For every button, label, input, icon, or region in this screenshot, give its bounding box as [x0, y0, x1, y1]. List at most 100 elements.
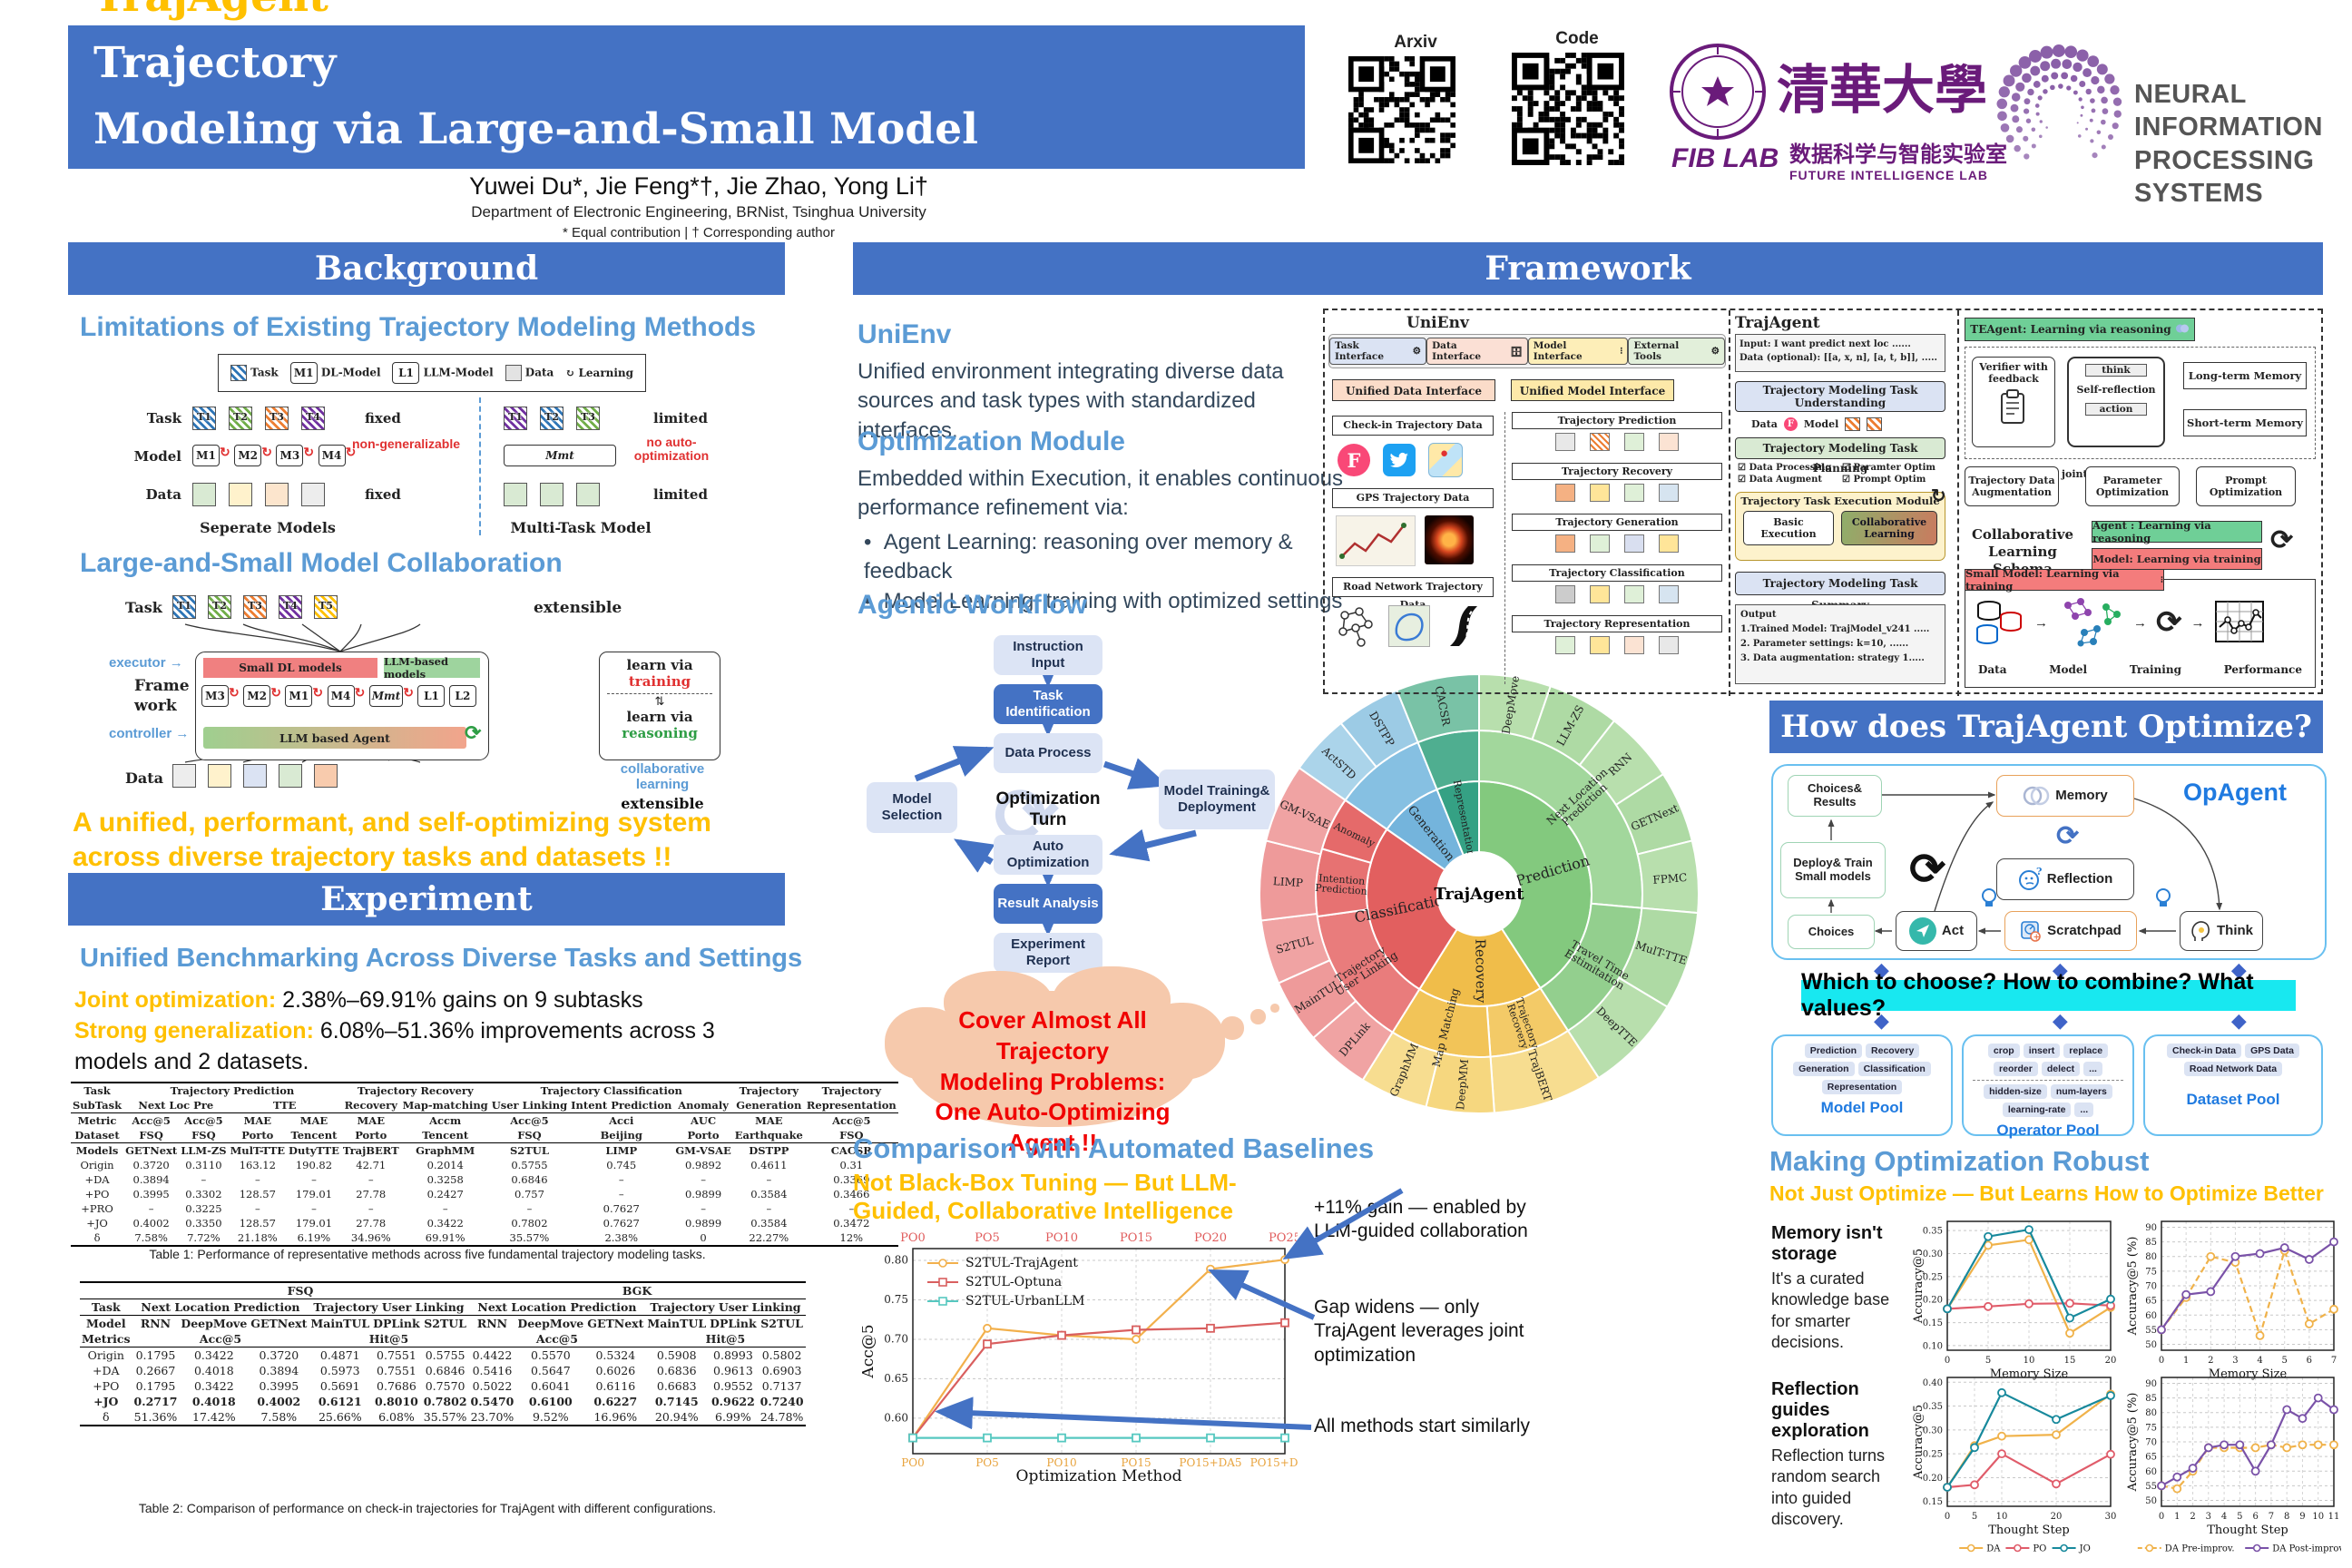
model-box: M2 — [243, 685, 271, 707]
unienv-heading: UniEnv — [858, 319, 952, 349]
pool-chip: Road Network Data — [2183, 1062, 2283, 1076]
green-loop-icon: ⟳ — [465, 721, 482, 744]
task-color-square-icon — [1624, 585, 1644, 603]
collab-framework-box: Small DL models LLM-based models M3↻ M2↻… — [195, 652, 489, 760]
collab-model-row: M3↻ M2↻ M1↻ M4↻ Mmt↻ L1 L2 — [201, 685, 483, 707]
svg-text:80: 80 — [2145, 1252, 2157, 1262]
table-row: +PRO–0.3225–––––0.7627––– — [81, 1202, 855, 1215]
svg-text:Thought Step: Thought Step — [2207, 1524, 2288, 1537]
comparison-subheading: Not Black-Box Tuning — But LLM-Guided, C… — [853, 1169, 1237, 1225]
task-color-square-icon — [1624, 534, 1644, 553]
svg-text:S2TUL-TrajAgent: S2TUL-TrajAgent — [965, 1256, 1078, 1270]
svg-text:0.30: 0.30 — [1923, 1426, 1943, 1436]
svg-text:Acc@5: Acc@5 — [862, 1324, 877, 1378]
robust-subheading: Not Just Optimize — But Learns How to Op… — [1769, 1181, 2324, 1205]
svg-text:70: 70 — [2145, 1438, 2157, 1448]
pool-chip: delect — [2041, 1062, 2081, 1076]
svg-text:90: 90 — [2145, 1223, 2157, 1233]
road-icons — [1334, 604, 1481, 648]
task-square-icon: T1 — [504, 407, 527, 430]
task-color-square-icon — [1555, 433, 1575, 451]
loop-icon: ↻ — [345, 445, 357, 459]
svg-text:7: 7 — [2331, 1356, 2337, 1366]
bubble-dot — [1270, 1004, 1279, 1013]
small-model-flow: → → ⟳ → — [1973, 596, 2265, 649]
think-node: Think — [2180, 911, 2263, 951]
diagram-legend: Task M1 DL-Model L1 LLM-Model Data ↻ Lea… — [218, 354, 646, 392]
memory-note: Memory isn't storage It's a curated know… — [1771, 1223, 1890, 1352]
external-tools-chip: External Tools⚙ — [1628, 338, 1725, 365]
authors-block: Yuwei Du*, Jie Feng*†, Jie Zhao, Yong Li… — [272, 172, 1125, 240]
fd-divider — [1504, 412, 1505, 684]
task-square-icon: T1 — [172, 595, 196, 619]
task-color-square-icon — [1555, 636, 1575, 654]
task-color-square-icon — [1659, 484, 1679, 502]
pool-chip: insert — [2023, 1044, 2061, 1058]
svg-text:0: 0 — [2159, 1356, 2164, 1366]
task-square-icon: T3 — [265, 407, 289, 430]
unienv-task-block: Trajectory Generation — [1512, 514, 1722, 556]
section-experiment: Experiment — [68, 873, 785, 926]
node-instruction-input: Instruction Input — [994, 635, 1102, 675]
node-task-identification: Task Identification — [994, 684, 1102, 724]
tsinghua-name: 清華大學 — [1777, 59, 1988, 121]
section-framework: Framework — [853, 242, 2323, 295]
share-mini-icon: ⁝ — [2160, 574, 2163, 585]
svg-text:60: 60 — [2145, 1467, 2157, 1477]
gps-data-header: GPS Trajectory Data — [1332, 488, 1494, 508]
svg-text:30: 30 — [2105, 1512, 2117, 1522]
pool-chip: Check-in Data — [2167, 1044, 2242, 1058]
data-swatch-icon — [505, 365, 522, 381]
database-icon: 🗄 — [1510, 346, 1523, 358]
diamond-arrows-top: ◆◆◆ — [1874, 958, 2247, 981]
loop-icon: ↻ — [303, 445, 315, 459]
svg-text:4: 4 — [2221, 1512, 2227, 1522]
fd-input-note: Input: I want predict next loc ......Dat… — [1735, 334, 1945, 372]
svg-text:10: 10 — [1996, 1512, 2008, 1522]
svg-text:Accuracy@5: Accuracy@5 — [1912, 1405, 1926, 1480]
controller-label: controller → — [109, 726, 190, 741]
executor-label: executor → — [109, 655, 183, 671]
tda-box: Trajectory Data Augmentation — [1965, 466, 2059, 506]
table-2-caption: Table 2: Comparison of performance on ch… — [138, 1501, 717, 1515]
svg-text:6: 6 — [2307, 1356, 2312, 1366]
fd-divider3 — [1957, 310, 1959, 696]
affiliation: Department of Electronic Engineering, BR… — [471, 203, 926, 220]
pool-chip: Representation — [1821, 1080, 1903, 1094]
param-opt-box: Parameter Optimization — [2085, 466, 2180, 506]
fd-planning: Trajectory Modeling Task Planning — [1735, 437, 1945, 475]
svg-text:PO15+DA5: PO15+DA5 — [1179, 1456, 1241, 1469]
model-box: M4 — [327, 685, 355, 707]
small-model-box: Small Model: Learning via training⁝ → → … — [1965, 567, 2316, 688]
svg-text:85: 85 — [2145, 1238, 2157, 1248]
svg-text:0: 0 — [1945, 1512, 1950, 1522]
svg-text:PO15: PO15 — [1120, 1231, 1152, 1245]
data-square-icon — [504, 483, 527, 506]
data-interface-chip: Data Interface🗄 — [1426, 338, 1528, 365]
opagent-label: OpAgent — [2183, 779, 2287, 806]
llm-models-bar: LLM-based models — [384, 655, 480, 681]
unienv-task-block: Trajectory Recovery — [1512, 463, 1722, 505]
title-highlight: TrajAgent — [93, 0, 328, 22]
svg-text:65: 65 — [2145, 1453, 2157, 1463]
twitter-icon — [1383, 444, 1416, 476]
svg-text:4: 4 — [2257, 1356, 2262, 1366]
task-color-square-icon — [1590, 585, 1610, 603]
clipboard-icon — [2001, 389, 2024, 424]
heatmap-image — [1425, 515, 1474, 564]
fd-unienv-title: UniEnv — [1406, 314, 1469, 332]
data-square-icon — [229, 483, 252, 506]
model-box: M1 — [285, 685, 313, 707]
svg-text:75: 75 — [2145, 1267, 2157, 1277]
loop-icon: ↻ — [261, 445, 272, 459]
svg-text:JO: JO — [2079, 1544, 2091, 1554]
svg-text:50: 50 — [2145, 1340, 2157, 1350]
svg-text:5: 5 — [1972, 1512, 1977, 1522]
act-node: Act — [1896, 911, 1977, 951]
bubble-lobe — [944, 971, 1053, 1034]
learn-box: learn via training ⇅ learn via reasoning — [599, 652, 720, 760]
model-box: M2 — [234, 445, 262, 466]
